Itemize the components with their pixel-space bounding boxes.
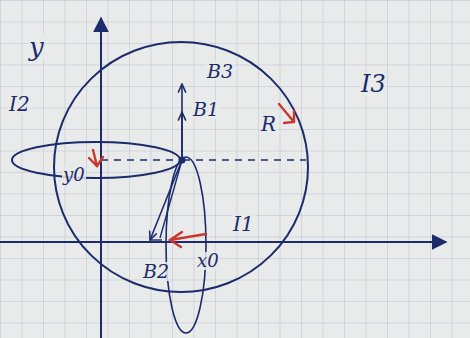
loop-i3 bbox=[54, 42, 308, 292]
current-arrow-i1 bbox=[170, 232, 206, 247]
field-label: B3 bbox=[206, 62, 234, 81]
b-construction bbox=[150, 239, 162, 240]
field-label: B2 bbox=[142, 262, 170, 281]
b3-vector bbox=[181, 84, 183, 160]
coordinate-label: y0 bbox=[62, 166, 86, 184]
b-construction bbox=[160, 160, 182, 238]
loop-i2 bbox=[12, 142, 180, 178]
current-label: I3 bbox=[360, 72, 387, 96]
y0-line bbox=[101, 159, 180, 160]
current-label: I2 bbox=[8, 94, 31, 114]
field-label: B1 bbox=[192, 100, 220, 119]
current-label: I1 bbox=[232, 214, 255, 234]
x-axis bbox=[0, 241, 446, 243]
field-point bbox=[179, 157, 186, 164]
axis-label: y bbox=[28, 34, 45, 60]
coordinate-label: x0 bbox=[196, 252, 220, 270]
b1-vector bbox=[181, 112, 183, 160]
current-arrow-i2 bbox=[89, 150, 103, 166]
b2-vector bbox=[150, 160, 182, 240]
radius-label: R bbox=[260, 114, 277, 134]
current-arrow-i3 bbox=[279, 104, 294, 123]
radius-line bbox=[183, 159, 306, 161]
